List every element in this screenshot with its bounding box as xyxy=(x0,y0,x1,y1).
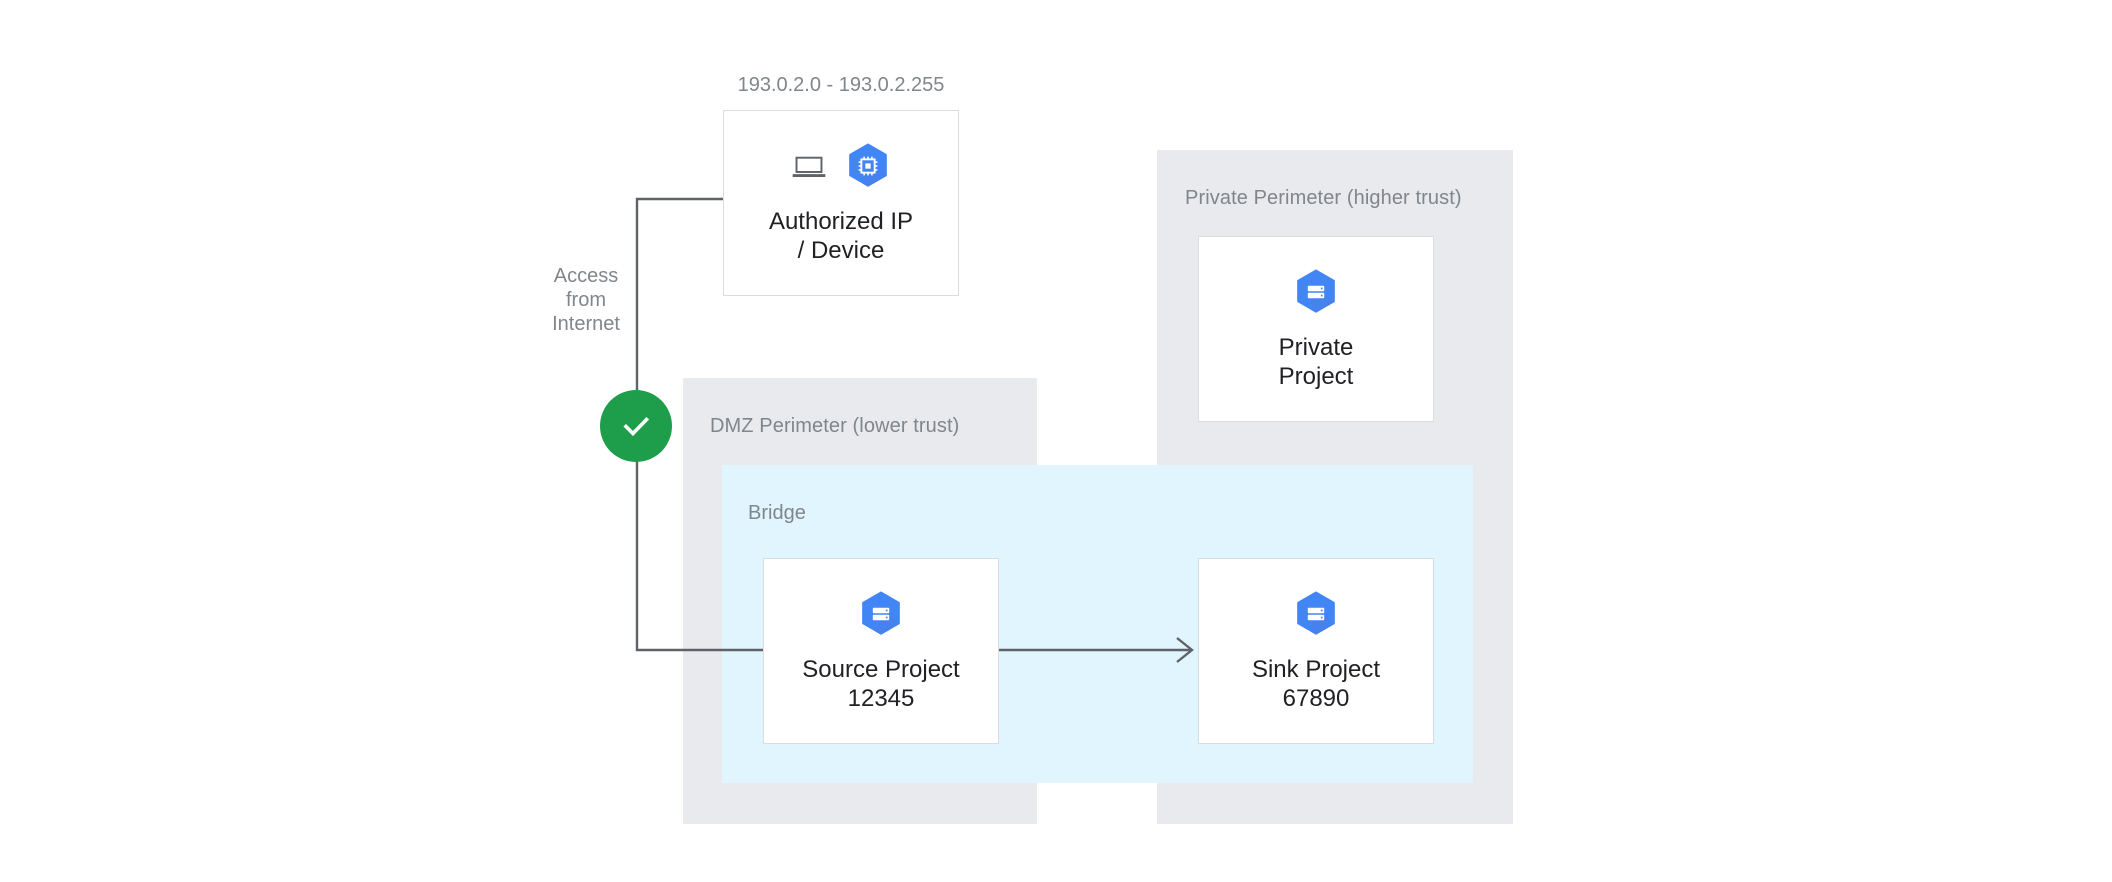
node-icon-group xyxy=(1291,589,1341,639)
bridge-label: Bridge xyxy=(748,502,806,524)
node-icon-group xyxy=(856,589,906,639)
compute-engine-hex-icon xyxy=(849,143,887,187)
gcp-project-hex-icon xyxy=(1297,591,1335,635)
dmz-perimeter-label: DMZ Perimeter (lower trust) xyxy=(710,415,960,437)
gcp-project-hex-icon xyxy=(862,591,900,635)
node-title: Sink Project 67890 xyxy=(1251,656,1381,712)
node-icon-group xyxy=(1291,267,1341,317)
node-title: Authorized IP / Device xyxy=(768,208,914,264)
private-perimeter-label: Private Perimeter (higher trust) xyxy=(1185,187,1462,209)
node-title: Private Project xyxy=(1278,334,1354,390)
node-source-project[interactable]: Source Project 12345 xyxy=(763,558,999,744)
laptop-icon xyxy=(792,156,826,177)
access-from-internet-label: Access from Internet xyxy=(552,265,620,335)
node-private-project[interactable]: Private Project xyxy=(1198,236,1434,422)
check-icon xyxy=(623,416,650,437)
node-sink-project[interactable]: Sink Project 67890 xyxy=(1198,558,1434,744)
node-title: Source Project 12345 xyxy=(802,656,960,712)
allow-check-badge xyxy=(600,390,672,462)
ip-range-label: 193.0.2.0 - 193.0.2.255 xyxy=(737,74,945,96)
gcp-project-hex-icon xyxy=(1297,269,1335,313)
node-icon-group xyxy=(789,141,893,191)
node-authorized-ip-device[interactable]: Authorized IP / Device xyxy=(723,110,959,296)
